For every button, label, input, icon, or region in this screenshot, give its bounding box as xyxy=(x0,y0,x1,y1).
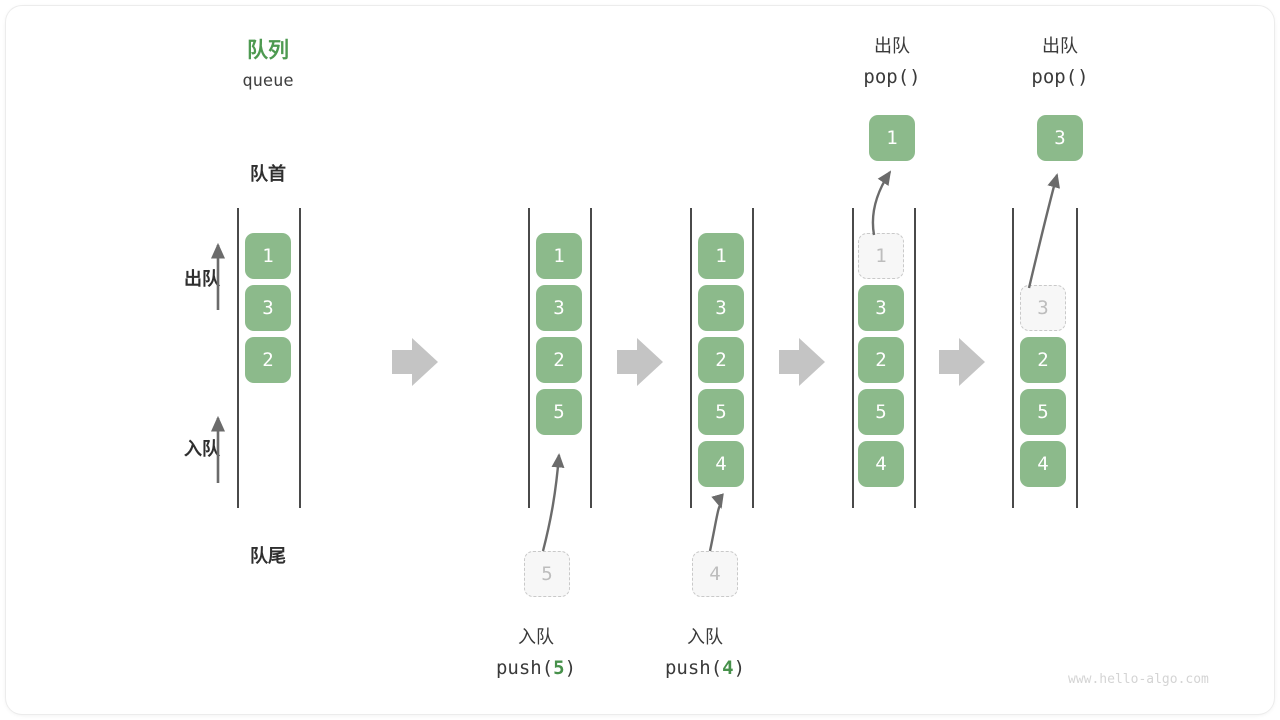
rail-right-col3 xyxy=(752,208,754,508)
queue-cell: 2 xyxy=(536,337,582,383)
queue-cell: 4 xyxy=(1020,441,1066,487)
queue-title-cn: 队列 xyxy=(247,39,289,62)
queue-cell: 5 xyxy=(698,389,744,435)
rail-left-col1 xyxy=(237,208,239,508)
queue-cell: 3 xyxy=(698,285,744,331)
queue-cell: 2 xyxy=(245,337,291,383)
push-label-cn-2: 入队 xyxy=(687,627,723,647)
rail-right-col1 xyxy=(299,208,301,508)
queue-cell: 3 xyxy=(1020,285,1066,331)
pop-code-1: pop() xyxy=(812,66,972,88)
pop-code-suffix: ) xyxy=(1077,66,1089,88)
rail-left-col2 xyxy=(528,208,530,508)
rail-right-col2 xyxy=(590,208,592,508)
queue-cell: 3 xyxy=(858,285,904,331)
push-code-suffix: ) xyxy=(733,657,746,679)
queue-cell: 1 xyxy=(858,233,904,279)
pop-label-cn-2: 出队 xyxy=(1042,36,1078,56)
front-label: 队首 xyxy=(250,164,286,184)
push-code-1: push(5) xyxy=(456,657,616,679)
push-code-2: push(4) xyxy=(625,657,785,679)
queue-cell: 4 xyxy=(698,441,744,487)
rail-right-col4 xyxy=(914,208,916,508)
diagram-card xyxy=(6,6,1274,714)
popped-cell: 3 xyxy=(1037,115,1083,161)
push-code-arg: 4 xyxy=(722,657,734,679)
pop-code-suffix: ) xyxy=(909,66,921,88)
queue-cell: 4 xyxy=(858,441,904,487)
rail-left-col3 xyxy=(690,208,692,508)
rail-left-col4 xyxy=(852,208,854,508)
queue-cell: 3 xyxy=(536,285,582,331)
watermark: www.hello-algo.com xyxy=(1068,672,1209,687)
push-code-suffix: ) xyxy=(564,657,577,679)
incoming-cell: 4 xyxy=(692,551,738,597)
queue-cell: 2 xyxy=(698,337,744,383)
queue-cell: 1 xyxy=(536,233,582,279)
incoming-cell: 5 xyxy=(524,551,570,597)
queue-cell: 2 xyxy=(1020,337,1066,383)
push-code-prefix: push( xyxy=(664,657,723,679)
queue-title-en: queue xyxy=(242,71,294,91)
dequeue-label: 出队 xyxy=(184,269,220,289)
pop-code-2: pop() xyxy=(980,66,1140,88)
queue-cell: 5 xyxy=(536,389,582,435)
push-label-cn-1: 入队 xyxy=(518,627,554,647)
enqueue-label: 入队 xyxy=(184,439,220,459)
queue-cell: 1 xyxy=(245,233,291,279)
pop-label-cn-1: 出队 xyxy=(874,36,910,56)
queue-cell: 2 xyxy=(858,337,904,383)
rear-label: 队尾 xyxy=(250,546,286,566)
queue-cell: 5 xyxy=(1020,389,1066,435)
queue-cell: 3 xyxy=(245,285,291,331)
pop-code-prefix: pop( xyxy=(863,66,910,88)
push-code-prefix: push( xyxy=(495,657,554,679)
queue-cell: 5 xyxy=(858,389,904,435)
queue-cell: 1 xyxy=(698,233,744,279)
push-code-arg: 5 xyxy=(553,657,565,679)
pop-code-prefix: pop( xyxy=(1031,66,1078,88)
rail-left-col5 xyxy=(1012,208,1014,508)
popped-cell: 1 xyxy=(869,115,915,161)
rail-right-col5 xyxy=(1076,208,1078,508)
